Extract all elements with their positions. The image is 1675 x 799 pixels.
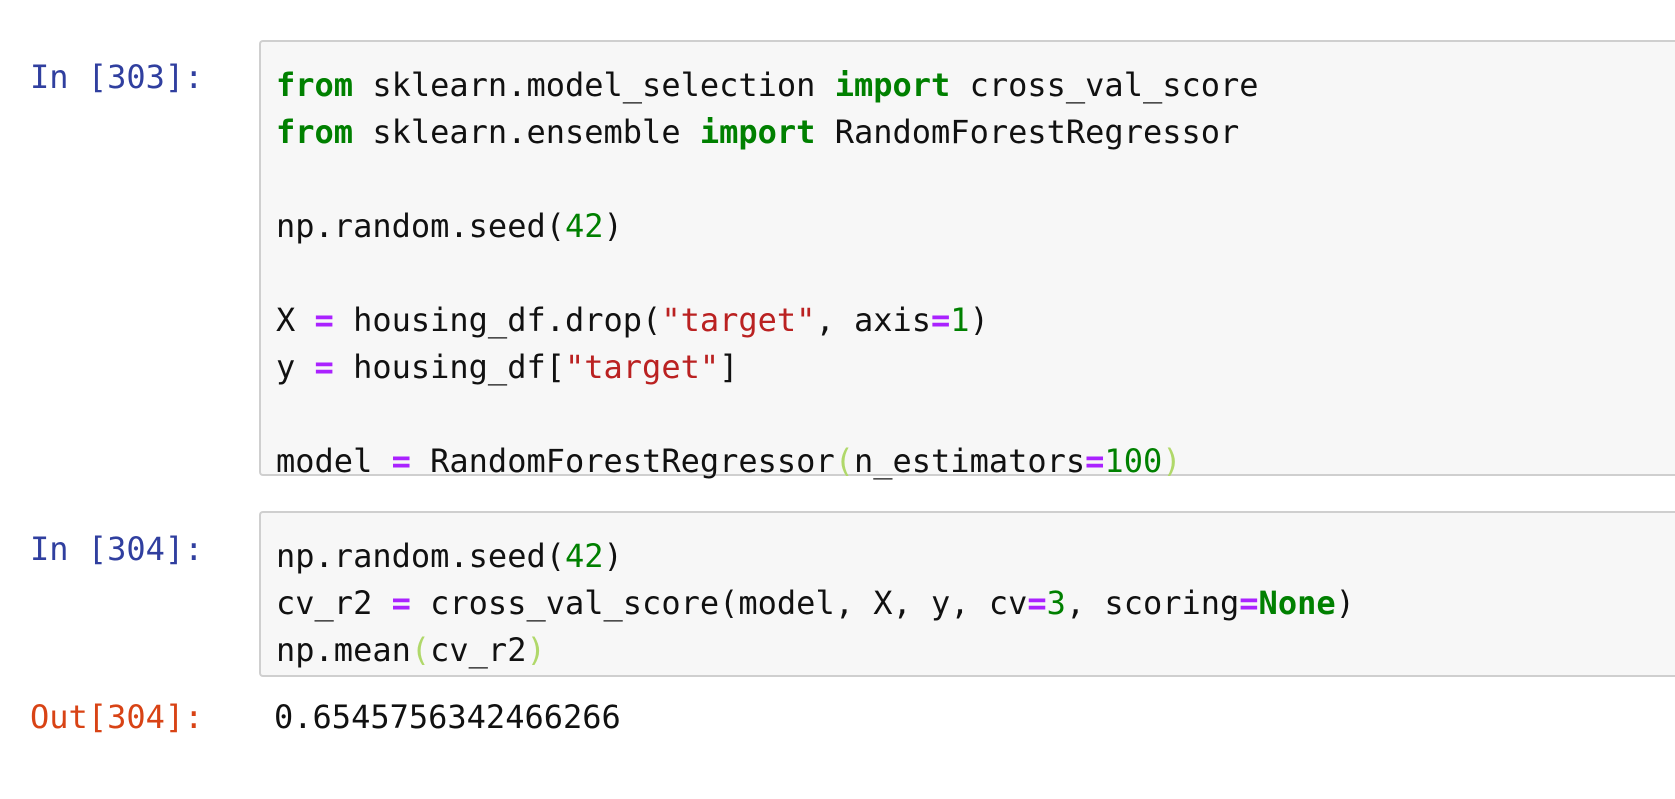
code-token: ) [1335,584,1355,622]
code-token: "target" [564,348,720,386]
code-token: ) [526,631,546,669]
code-token: = [1239,584,1259,622]
code-token: cv_r2 [430,631,527,669]
code-token: ( [834,442,854,480]
code-line [276,160,295,198]
cell-303-prompt: In [303]: [30,58,204,96]
code-token: cross_val_score [950,66,1259,104]
code-token: ) [969,301,989,339]
code-token: RandomForestRegressor [410,442,835,480]
code-token: , axis [815,301,932,339]
code-line [276,254,295,292]
code-token: n_estimators [853,442,1086,480]
code-token: from [276,66,354,104]
code-token: sklearn.model_selection [353,66,835,104]
cell-304-prompt: In [304]: [30,530,204,568]
code-line: np.random.seed(42) [276,207,623,245]
code-token: housing_df.drop( [333,301,662,339]
code-token: X [276,301,315,339]
code-token: ) [603,207,623,245]
code-token: np.random.seed( [276,537,565,575]
code-token: ] [719,348,739,386]
code-token: y [276,348,315,386]
code-line: np.random.seed(42) [276,537,623,575]
code-token: 3 [1046,584,1066,622]
code-token: ) [1162,442,1182,480]
code-token: cv_r2 [276,584,392,622]
code-token: np.random.seed( [276,207,565,245]
code-token: housing_df[ [333,348,565,386]
code-token: "target" [661,301,816,339]
code-cell-304[interactable]: np.random.seed(42) cv_r2 = cross_val_sco… [259,511,1675,677]
code-line: from sklearn.ensemble import RandomFores… [276,113,1239,151]
code-token: None [1258,584,1336,622]
code-line: from sklearn.model_selection import cros… [276,66,1259,104]
code-token: = [391,584,411,622]
code-token: import [699,113,816,151]
code-cell-303[interactable]: from sklearn.model_selection import cros… [259,40,1675,480]
code-token: , scoring [1065,584,1240,622]
output-value: 0.6545756342466266 [274,698,621,736]
code-token: import [834,66,951,104]
code-token: model [276,442,392,480]
code-token: RandomForestRegressor [815,113,1240,151]
code-line: cv_r2 = cross_val_score(model, X, y, cv=… [276,584,1355,622]
code-line: y = housing_df["target"] [276,348,738,386]
code-token: = [1085,442,1105,480]
code-token: = [391,442,411,480]
code-line [276,395,295,433]
code-editor[interactable]: from sklearn.model_selection import cros… [261,42,1675,485]
code-token: = [931,301,951,339]
code-token: sklearn.ensemble [353,113,700,151]
code-token: = [314,301,334,339]
code-token: 42 [564,207,604,245]
code-token: ) [603,537,623,575]
code-line: model = RandomForestRegressor(n_estimato… [276,442,1181,480]
output-prompt: Out[304]: [30,698,204,736]
code-token: 42 [564,537,604,575]
code-token: from [276,113,354,151]
code-token: cross_val_score(model, X, y, cv [410,584,1028,622]
code-token: 100 [1104,442,1163,480]
code-line: np.mean(cv_r2) [276,631,546,669]
code-token: 1 [950,301,970,339]
code-editor[interactable]: np.random.seed(42) cv_r2 = cross_val_sco… [261,513,1675,674]
code-token: = [314,348,334,386]
code-token: = [1027,584,1047,622]
code-token: ( [410,631,431,669]
code-token: np.mean [276,631,411,669]
code-line: X = housing_df.drop("target", axis=1) [276,301,989,339]
